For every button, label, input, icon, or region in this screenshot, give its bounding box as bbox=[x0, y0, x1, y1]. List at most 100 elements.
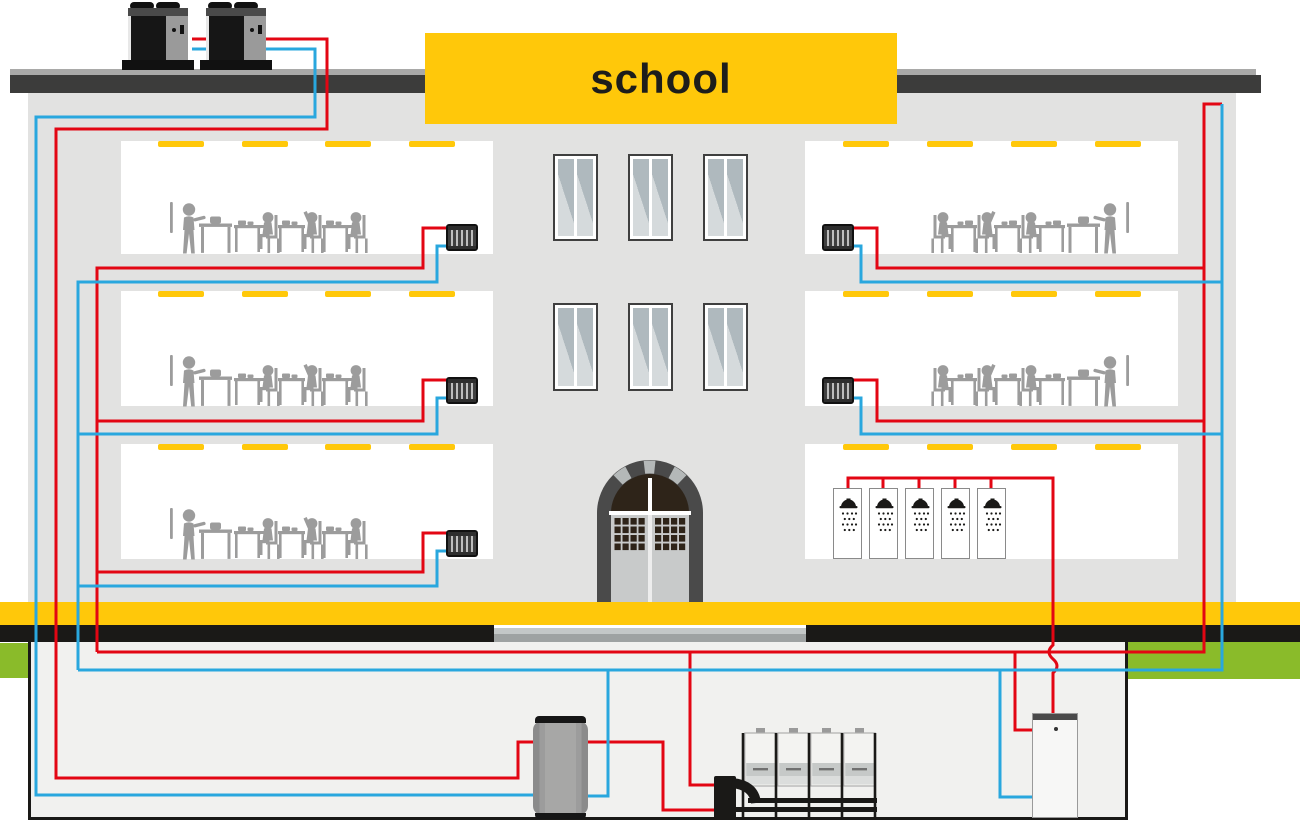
heat-pump-side-panel bbox=[166, 16, 188, 60]
boiler bbox=[843, 727, 876, 787]
ground-black-band-left bbox=[0, 625, 494, 642]
ceiling-light bbox=[325, 291, 371, 297]
ceiling-light bbox=[242, 141, 288, 147]
ground-yellow-band bbox=[0, 602, 1300, 625]
ceiling-light bbox=[325, 141, 371, 147]
ceiling-light bbox=[158, 291, 204, 297]
window-pane bbox=[708, 159, 724, 236]
heat-pump-base bbox=[200, 60, 272, 70]
shower-stall bbox=[941, 488, 970, 559]
window-pane bbox=[652, 159, 668, 236]
boiler bbox=[777, 727, 810, 787]
school-banner-label: school bbox=[590, 54, 732, 102]
pipe-hot-right-floor2 bbox=[853, 378, 1204, 423]
window-pane bbox=[633, 159, 649, 236]
window bbox=[703, 303, 748, 391]
window-pane bbox=[727, 159, 743, 236]
ceiling-light bbox=[158, 444, 204, 450]
pipe-hot-basement-main-right-riser bbox=[97, 102, 1222, 654]
buffer-tank-body bbox=[533, 721, 588, 815]
window bbox=[628, 303, 673, 391]
grass-right bbox=[1128, 642, 1300, 679]
school-banner: school bbox=[425, 33, 897, 124]
pipe-hot-heatpump-loop bbox=[54, 37, 536, 780]
shower-stall bbox=[905, 488, 934, 559]
window-pane bbox=[558, 159, 574, 236]
ceiling-light bbox=[242, 444, 288, 450]
radiator bbox=[446, 530, 478, 557]
radiator bbox=[822, 377, 854, 404]
shower-head-icon bbox=[875, 498, 894, 532]
cold-pipes bbox=[34, 47, 1224, 799]
boiler-rack bbox=[736, 733, 877, 819]
fan-grille-icon bbox=[130, 2, 154, 10]
heat-pump-edge bbox=[128, 16, 131, 60]
door-panes bbox=[614, 518, 686, 551]
ceiling-light bbox=[158, 141, 204, 147]
ceiling-light bbox=[1011, 141, 1057, 147]
distribution-manifold bbox=[714, 776, 736, 820]
ceiling-light bbox=[325, 444, 371, 450]
ceiling-light bbox=[927, 444, 973, 450]
pipe-cold-left-floor3 bbox=[78, 549, 447, 588]
pipe-hot-left-floor2 bbox=[97, 378, 447, 423]
ceiling-light bbox=[1011, 444, 1057, 450]
radiator bbox=[446, 224, 478, 251]
shower-stall bbox=[833, 488, 862, 559]
heat-pump-edge bbox=[206, 16, 209, 60]
heat-pump-top bbox=[206, 8, 266, 16]
window-pane bbox=[652, 308, 668, 386]
heat-pump-vent bbox=[180, 25, 184, 34]
ceiling-light bbox=[242, 291, 288, 297]
manifold-elbow bbox=[731, 778, 761, 804]
ceiling-light bbox=[927, 141, 973, 147]
window bbox=[553, 154, 598, 241]
pipe-hot-left-floor1-riser bbox=[95, 226, 447, 652]
radiator bbox=[446, 377, 478, 404]
grass-left bbox=[0, 643, 28, 678]
buffer-tank-bottom bbox=[535, 813, 586, 819]
pipe-cold-dhw-branch bbox=[998, 670, 1033, 799]
pipe-cold-right-floor1 bbox=[853, 244, 1222, 284]
window-pane bbox=[633, 308, 649, 386]
ceiling-light bbox=[843, 141, 889, 147]
ceiling-light bbox=[1011, 291, 1057, 297]
pipe-cold-left-floor1-riser bbox=[76, 244, 447, 670]
fan-grille-icon bbox=[234, 2, 258, 10]
entrance-door bbox=[597, 460, 703, 602]
pipe-cold-heatpump-loop bbox=[34, 47, 536, 797]
window-pane bbox=[577, 159, 593, 236]
pipe-cold-right-floor2 bbox=[853, 396, 1222, 436]
shower-head-icon bbox=[839, 498, 858, 532]
window bbox=[628, 154, 673, 241]
boiler-bank bbox=[714, 727, 877, 820]
ceiling-light bbox=[409, 291, 455, 297]
window-pane bbox=[708, 308, 724, 386]
ceiling-light bbox=[409, 444, 455, 450]
pipe-hot-left-floor3 bbox=[97, 531, 447, 574]
shower-head-icon bbox=[983, 498, 1002, 532]
radiator bbox=[822, 224, 854, 251]
dhw-unit-knob bbox=[1054, 727, 1058, 731]
boiler bbox=[810, 727, 843, 787]
window bbox=[703, 154, 748, 241]
pipe-hot-right-floor1 bbox=[853, 226, 1204, 270]
heat-pump-unit bbox=[200, 2, 272, 70]
shower-head-icon bbox=[947, 498, 966, 532]
ceiling-light bbox=[843, 291, 889, 297]
hot-pipes bbox=[54, 37, 1222, 812]
window-pane bbox=[558, 308, 574, 386]
shower-head-icon bbox=[911, 498, 930, 532]
heat-pump-vent bbox=[258, 25, 262, 34]
boiler bbox=[744, 727, 777, 787]
fan-grille-icon bbox=[156, 2, 180, 10]
heat-pump-base bbox=[122, 60, 194, 70]
dhw-unit-top bbox=[1033, 714, 1077, 720]
pipe-hot-tank-to-manifold bbox=[586, 740, 717, 812]
ceiling-light bbox=[409, 141, 455, 147]
pipe-cold-basement-main-right-riser bbox=[78, 104, 1224, 672]
heat-pump-top bbox=[128, 8, 188, 16]
shower-stall bbox=[869, 488, 898, 559]
